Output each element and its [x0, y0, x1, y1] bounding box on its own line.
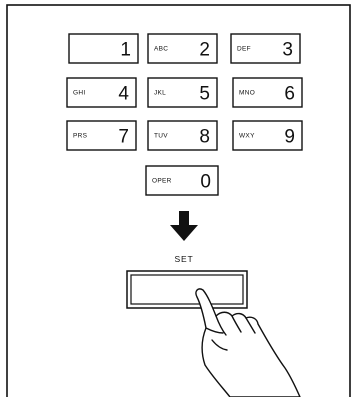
key-9[interactable]: WXY 9 [233, 121, 302, 150]
set-button[interactable] [127, 271, 247, 308]
key-digit: 3 [282, 40, 293, 61]
key-digit: 5 [199, 84, 210, 105]
key-digit: 7 [118, 127, 129, 148]
key-letters: TUV [154, 133, 168, 140]
pointing-hand-icon [196, 289, 300, 397]
key-digit: 2 [199, 40, 210, 61]
key-0[interactable]: OPER 0 [146, 166, 218, 195]
key-5[interactable]: JKL 5 [148, 78, 217, 107]
key-6[interactable]: MNO 6 [233, 78, 302, 107]
key-3[interactable]: DEF 3 [231, 34, 300, 63]
key-digit: 9 [284, 127, 295, 148]
key-letters: PRS [73, 133, 88, 140]
key-2[interactable]: ABC 2 [148, 34, 217, 63]
key-4[interactable]: GHI 4 [67, 78, 136, 107]
key-letters: JKL [154, 90, 166, 97]
key-digit: 6 [284, 84, 295, 105]
diagram-frame [7, 5, 350, 397]
arrow-down-icon [170, 211, 198, 241]
key-letters: GHI [73, 90, 85, 97]
key-digit: 1 [120, 40, 131, 61]
key-letters: ABC [154, 46, 168, 53]
key-letters: DEF [237, 46, 251, 53]
key-1[interactable]: 1 [69, 34, 138, 63]
key-letters: WXY [239, 133, 255, 140]
key-7[interactable]: PRS 7 [67, 121, 136, 150]
key-letters: OPER [152, 178, 172, 185]
key-digit: 0 [200, 172, 211, 193]
key-8[interactable]: TUV 8 [148, 121, 217, 150]
key-digit: 8 [199, 127, 210, 148]
set-label: SET [175, 254, 194, 264]
key-letters: MNO [239, 90, 255, 97]
key-digit: 4 [118, 84, 129, 105]
